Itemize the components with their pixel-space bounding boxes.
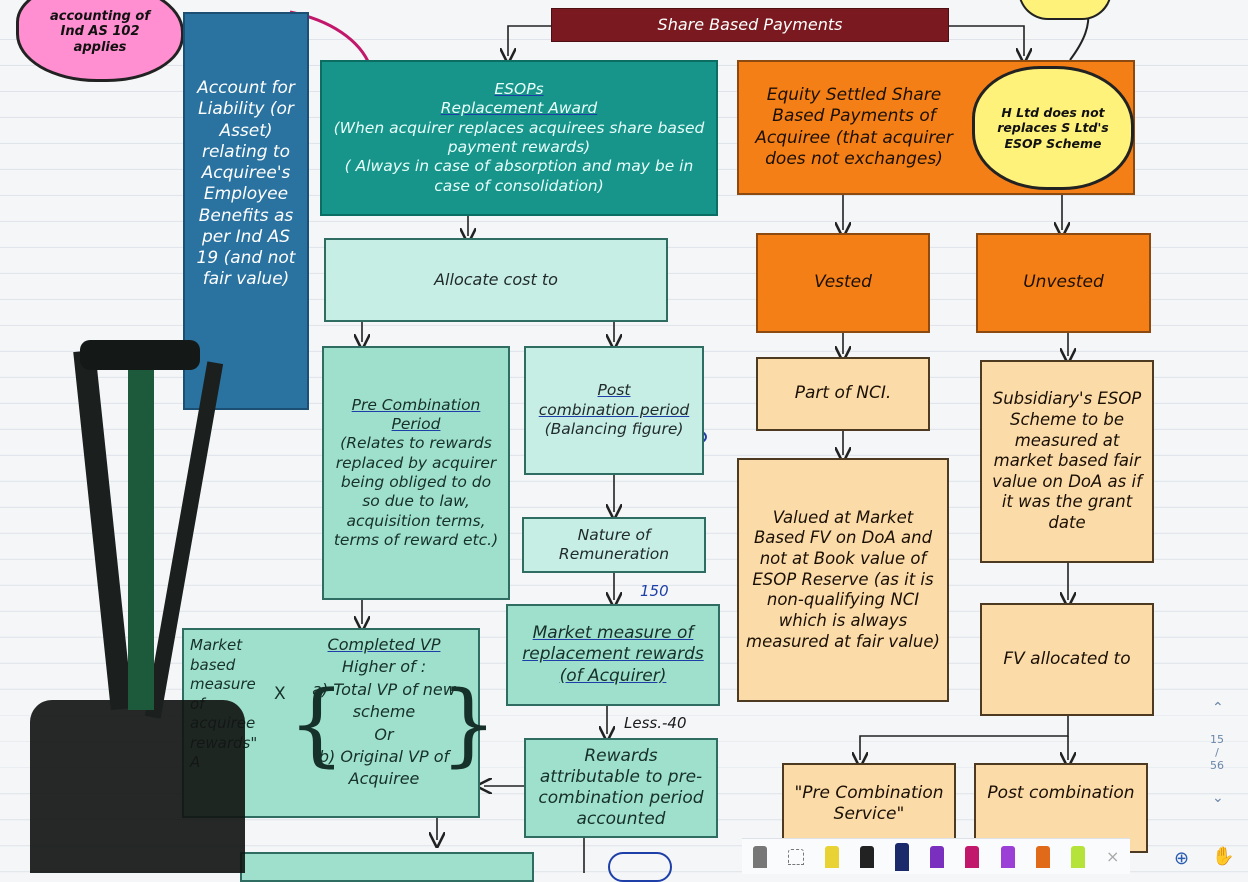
pen-black[interactable]: [859, 845, 874, 868]
page-indicator: 15 / 56: [1210, 733, 1224, 773]
h-ltd-note-text: H Ltd does not replaces S Ltd's ESOP Sch…: [997, 104, 1109, 151]
vested-box: Vested: [756, 233, 930, 333]
bottom-partial-box: [240, 852, 534, 882]
completed-vp-title: Completed VP: [327, 635, 441, 654]
page-total: 56: [1210, 759, 1224, 773]
replacement-award-heading: Replacement Award: [440, 99, 598, 118]
liability-text: Account for Liability (or Asset) relatin…: [196, 78, 296, 290]
page-current: 15: [1210, 733, 1224, 746]
bag-overlay: [30, 700, 245, 873]
partial-line-3: measure: [190, 675, 256, 693]
pen-lime[interactable]: [1070, 845, 1085, 868]
tripod-pole: [128, 350, 154, 710]
right-brace: }: [440, 672, 498, 777]
pen-violet[interactable]: [1000, 845, 1015, 868]
post-combination-period-box: Post combination period (Balancing figur…: [524, 346, 704, 475]
note-line-3: applies: [73, 39, 127, 55]
part-of-nci-text: Part of NCI.: [794, 383, 892, 404]
allocate-cost-text: Allocate cost to: [434, 270, 558, 289]
completed-vp-content: Completed VP Higher of : a) Total VP of …: [292, 634, 476, 791]
zoom-in-icon[interactable]: ⊕: [1174, 848, 1190, 869]
note-line-1: accounting of: [50, 8, 150, 24]
combination-period-label: combination period: [538, 400, 690, 419]
pen-navy[interactable]: [895, 842, 910, 871]
eraser-tool[interactable]: [752, 845, 767, 868]
post-combination-text: Post combination: [987, 783, 1135, 803]
vested-label: Vested: [814, 272, 872, 293]
hand-icon[interactable]: ✋: [1212, 846, 1235, 867]
chevron-up-icon[interactable]: ⌃: [1212, 700, 1224, 716]
balancing-figure-label: (Balancing figure): [544, 420, 684, 439]
pen-purple[interactable]: [930, 845, 945, 868]
pen-yellow[interactable]: [824, 845, 839, 868]
chevron-down-icon[interactable]: ⌄: [1212, 790, 1224, 806]
esops-replacement-award-box: ESOPs Replacement Award (When acquirer r…: [320, 60, 718, 216]
option-b: b) Original VP of Acquiree: [318, 746, 450, 789]
left-brace: {: [288, 672, 346, 777]
part-of-nci-box: Part of NCI.: [756, 357, 930, 431]
fv-allocated-text: FV allocated to: [1003, 648, 1131, 669]
liability-ind-as-19-box: Account for Liability (or Asset) relatin…: [183, 12, 309, 410]
annotation-less-40: Less.-40: [624, 714, 687, 732]
annotation-150: 150: [640, 582, 669, 600]
tripod-head: [80, 340, 200, 370]
valued-market-box: Valued at Market Based FV on DoA and not…: [737, 458, 949, 702]
h-ltd-cloud-note: H Ltd does not replaces S Ltd's ESOP Sch…: [972, 66, 1134, 190]
esops-desc-1: (When acquirer replaces acquirees share …: [333, 118, 705, 156]
multiply-mark: X: [274, 684, 286, 704]
subsidiary-esop-text: Subsidiary's ESOP Scheme to be measured …: [992, 389, 1142, 533]
nature-text: Nature of Remuneration: [558, 525, 670, 563]
allocate-cost-box: Allocate cost to: [324, 238, 668, 322]
partial-line-2: based: [190, 655, 236, 674]
unvested-label: Unvested: [1023, 272, 1104, 293]
valued-market-text: Valued at Market Based FV on DoA and not…: [746, 507, 940, 651]
bottom-cloud-fragment: [608, 852, 672, 882]
pre-combination-period-box: Pre Combination Period (Relates to rewar…: [322, 346, 510, 600]
nature-of-remuneration-box: Nature of Remuneration: [522, 517, 706, 573]
esops-heading: ESOPs: [494, 79, 544, 98]
market-measure-line3: (of Acquirer): [559, 665, 667, 686]
page-separator: /: [1215, 746, 1219, 760]
page-title-text: Share Based Payments: [657, 15, 843, 34]
market-measure-line2: replacement rewards: [522, 644, 704, 665]
rewards-attributable-box: Rewards attributable to pre-combination …: [524, 738, 718, 838]
ind-as-102-note: accounting of Ind AS 102 applies: [16, 0, 184, 82]
note-line-2: Ind AS 102: [60, 24, 140, 40]
post-label: Post: [597, 381, 631, 400]
or-label: Or: [374, 724, 394, 744]
fv-allocated-box: FV allocated to: [980, 603, 1154, 716]
esops-desc-2: ( Always in case of absorption and may b…: [344, 157, 694, 195]
pre-combination-body: (Relates to rewards replaced by acquirer…: [333, 434, 499, 550]
option-a: a) Total VP of new scheme: [312, 679, 456, 722]
page-title: Share Based Payments: [551, 8, 949, 42]
lasso-tool[interactable]: [787, 848, 804, 865]
close-icon[interactable]: ×: [1105, 847, 1120, 866]
pen-orange[interactable]: [1035, 845, 1050, 868]
pen-toolbar: ×: [742, 838, 1130, 874]
subsidiary-esop-box: Subsidiary's ESOP Scheme to be measured …: [980, 360, 1154, 563]
market-measure-line1: Market measure of: [532, 623, 694, 644]
market-measure-box: Market measure of replacement rewards (o…: [506, 604, 720, 706]
pen-magenta[interactable]: [965, 845, 980, 868]
rewards-attributable-text: Rewards attributable to pre-combination …: [538, 745, 704, 830]
higher-of-label: Higher of :: [341, 657, 427, 677]
pre-combination-service-text: "Pre Combination Service": [794, 783, 944, 825]
partial-line-1: Market: [190, 636, 243, 654]
unvested-box: Unvested: [976, 233, 1151, 333]
pre-combination-title: Pre Combination Period: [351, 395, 481, 433]
equity-settled-text: Equity Settled Share Based Payments of A…: [755, 85, 953, 169]
